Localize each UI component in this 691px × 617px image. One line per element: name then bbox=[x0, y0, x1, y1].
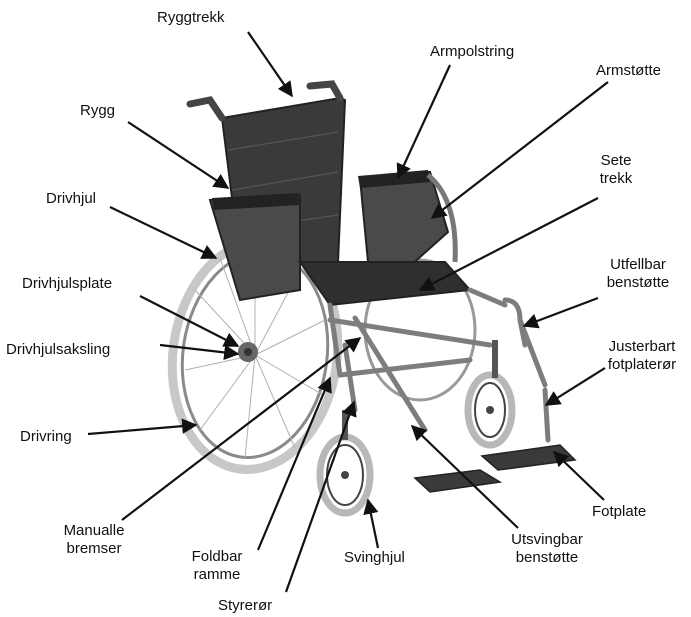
label-justerbart-line1: Justerbart bbox=[597, 338, 687, 356]
label-sete-trekk-line1: Sete bbox=[588, 152, 644, 170]
label-foldbar-line1: Foldbar bbox=[186, 548, 248, 566]
arrow-fotplate bbox=[554, 452, 604, 500]
label-foldbar-line2: ramme bbox=[186, 566, 248, 584]
label-utsvingbar-line2: benstøtte bbox=[504, 549, 590, 567]
label-manualle-line2: bremser bbox=[56, 540, 132, 558]
label-utfellbar-line1: Utfellbar bbox=[597, 256, 679, 274]
leader-arrows bbox=[88, 32, 608, 592]
arrow-ryggtrekk bbox=[248, 32, 292, 96]
label-utsvingbar-line1: Utsvingbar bbox=[504, 531, 590, 549]
label-ryggtrekk: Ryggtrekk bbox=[157, 9, 225, 27]
label-armstotte: Armstøtte bbox=[596, 62, 661, 80]
label-foldbar-ramme: Foldbar ramme bbox=[186, 548, 248, 584]
arrow-utfellbar bbox=[524, 298, 598, 326]
arrow-svinghjul bbox=[368, 500, 378, 548]
label-manualle-bremser: Manualle bremser bbox=[56, 522, 132, 558]
arrow-drivhjul bbox=[110, 207, 216, 258]
label-fotplate: Fotplate bbox=[592, 503, 646, 521]
label-sete-trekk-line2: trekk bbox=[588, 170, 644, 188]
arrow-rygg bbox=[128, 122, 228, 188]
wheelchair-illustration bbox=[158, 84, 575, 513]
label-styrerør: Styrerør bbox=[218, 597, 272, 615]
label-drivhjul: Drivhjul bbox=[46, 190, 96, 208]
arrow-drivring bbox=[88, 425, 196, 434]
label-justerbart-line2: fotplaterør bbox=[597, 356, 687, 374]
arrow-armpolstring bbox=[398, 65, 450, 178]
label-rygg: Rygg bbox=[80, 102, 115, 120]
label-justerbart-fotplaterør: Justerbart fotplaterør bbox=[597, 338, 687, 374]
arrow-armstotte bbox=[432, 82, 608, 218]
label-utfellbar-line2: benstøtte bbox=[597, 274, 679, 292]
label-drivring: Drivring bbox=[20, 428, 72, 446]
label-utfellbar-benstotte: Utfellbar benstøtte bbox=[597, 256, 679, 292]
arrow-sete-trekk bbox=[420, 198, 598, 290]
label-sete-trekk: Sete trekk bbox=[588, 152, 644, 188]
label-armpolstring: Armpolstring bbox=[430, 43, 514, 61]
label-drivhjulsaksling: Drivhjulsaksling bbox=[6, 341, 110, 359]
label-svinghjul: Svinghjul bbox=[344, 549, 405, 567]
front-caster-right bbox=[468, 340, 512, 445]
label-utsvingbar-benstotte: Utsvingbar benstøtte bbox=[504, 531, 590, 567]
label-drivhjulsplate: Drivhjulsplate bbox=[22, 275, 112, 293]
label-manualle-line1: Manualle bbox=[56, 522, 132, 540]
